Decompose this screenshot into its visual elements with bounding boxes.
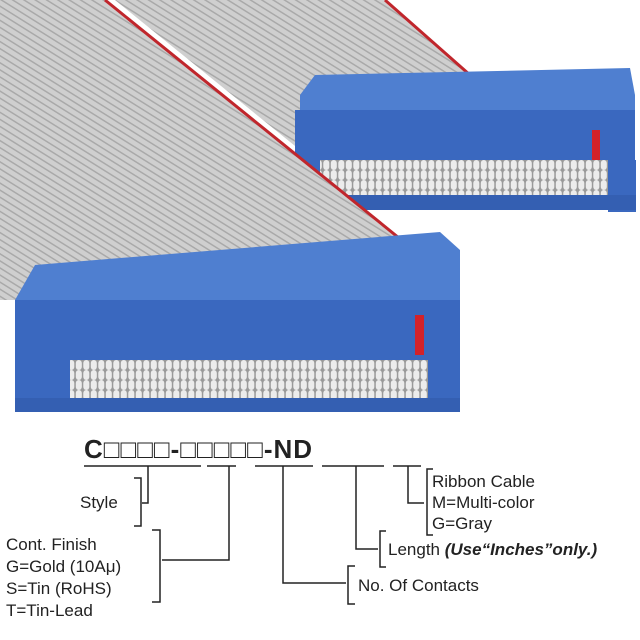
length-text: Length bbox=[388, 540, 440, 559]
part-number-template: C□□□□-□□□□□-ND bbox=[84, 434, 313, 465]
upper-ribbon-cable bbox=[115, 0, 470, 150]
part-prefix: C bbox=[84, 434, 104, 464]
finish-title: Cont. Finish bbox=[6, 535, 97, 554]
style-label: Style bbox=[80, 493, 118, 512]
part-group-2: □□□□□ bbox=[180, 434, 264, 464]
part-group-1: □□□□ bbox=[103, 434, 171, 464]
ribbon-option: G=Gray bbox=[432, 514, 492, 533]
contacts-label: No. Of Contacts bbox=[358, 576, 479, 595]
separator: - bbox=[170, 434, 181, 464]
ribbon-title: Ribbon Cable bbox=[432, 472, 536, 491]
length-label: Length (Use“Inches”only.) bbox=[388, 540, 597, 560]
legend-lines bbox=[84, 465, 433, 605]
upper-connector bbox=[295, 68, 636, 212]
lower-ribbon-cable bbox=[0, 0, 420, 300]
finish-option: G=Gold (10Aμ) bbox=[6, 557, 122, 576]
length-note: (Use“Inches”only.) bbox=[444, 540, 598, 559]
part-suffix: -ND bbox=[263, 434, 314, 464]
ribbon-option: M=Multi-color bbox=[432, 493, 535, 512]
lower-connector bbox=[15, 232, 460, 412]
finish-option: S=Tin (RoHS) bbox=[6, 579, 112, 598]
finish-option: T=Tin-Lead bbox=[6, 601, 93, 620]
